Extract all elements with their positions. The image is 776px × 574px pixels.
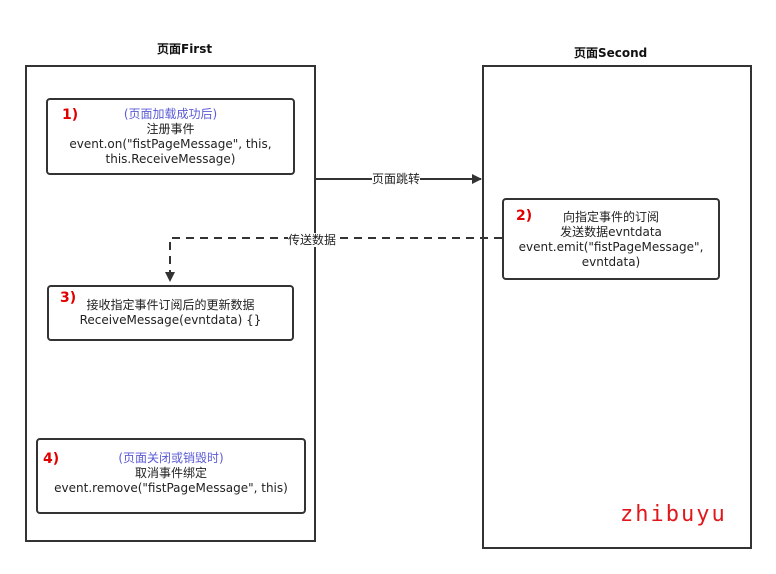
send-data-label: 传送数据: [288, 233, 337, 247]
step1-line2: event.on("fistPageMessage", this,: [69, 137, 272, 151]
step4-note: (页面关闭或销毁时): [118, 451, 224, 465]
page-second-title: 页面Second: [574, 46, 648, 60]
step2-box: 向指定事件的订阅 发送数据evntdata event.emit("fistPa…: [502, 198, 720, 280]
step2-line1: 向指定事件的订阅: [562, 210, 659, 224]
watermark-text: zhibuyu: [620, 502, 727, 527]
step3-line2: ReceiveMessage(evntdata) {}: [79, 313, 262, 327]
step3-number: 3): [60, 290, 77, 306]
step1-line1: 注册事件: [146, 122, 195, 136]
step1-line3: this.ReceiveMessage): [105, 152, 236, 166]
step2-line2: 发送数据evntdata: [560, 225, 662, 239]
page-jump-label: 页面跳转: [372, 172, 421, 186]
step4-number: 4): [43, 451, 60, 467]
step4-line2: event.remove("fistPageMessage", this): [54, 481, 288, 495]
page-second-frame: [482, 65, 752, 549]
step4-box: (页面关闭或销毁时) 取消事件绑定 event.remove("fistPage…: [36, 438, 306, 514]
step3-box: 接收指定事件订阅后的更新数据 ReceiveMessage(evntdata) …: [47, 285, 294, 341]
step2-line3: event.emit("fistPageMessage",: [518, 240, 704, 254]
step1-number: 1): [62, 107, 79, 123]
step1-box: (页面加载成功后) 注册事件 event.on("fistPageMessage…: [46, 98, 295, 175]
step1-note: (页面加载成功后): [123, 107, 218, 121]
step4-line1: 取消事件绑定: [134, 466, 207, 480]
step2-line4: evntdata): [581, 255, 641, 269]
page-first-title: 页面First: [157, 42, 213, 56]
step3-line1: 接收指定事件订阅后的更新数据: [86, 298, 255, 312]
step2-number: 2): [516, 208, 533, 224]
